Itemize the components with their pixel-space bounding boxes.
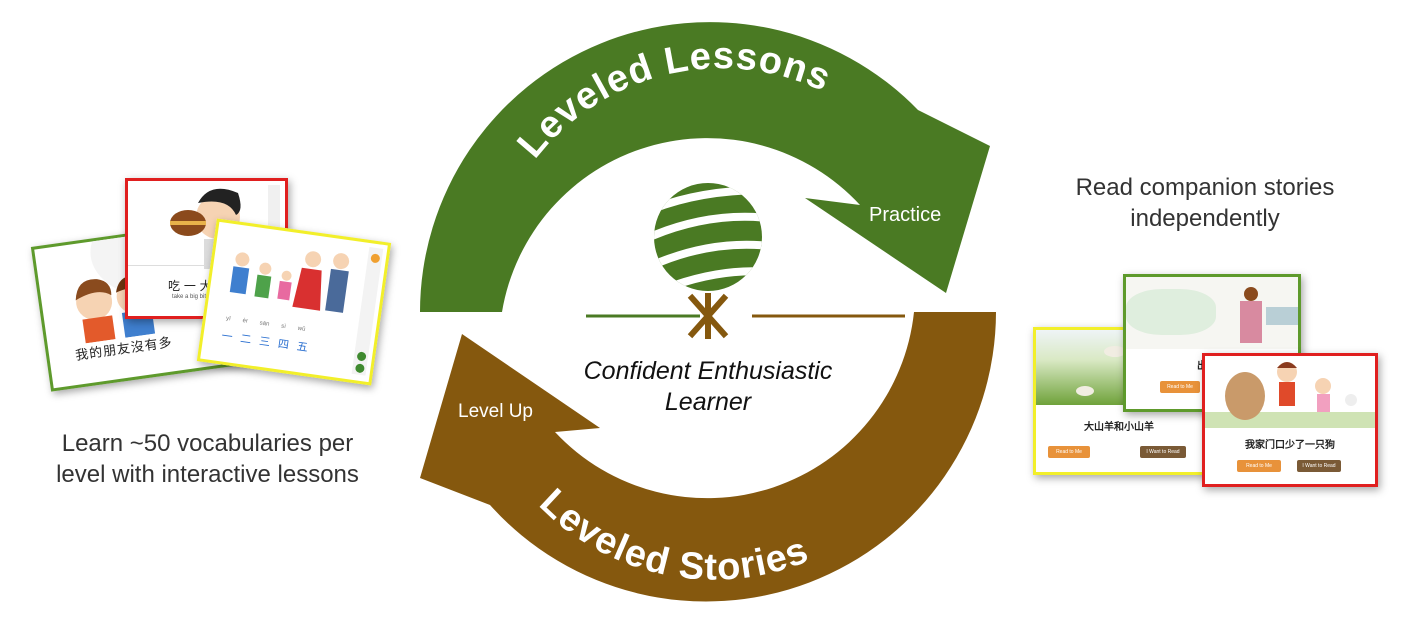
center-label-line1: Confident Enthusiastic [583, 357, 833, 385]
pinyin-3: sān [259, 320, 270, 328]
mother-body [1240, 301, 1262, 343]
mother-head [1244, 287, 1258, 301]
center-label-line2: Learner [664, 388, 752, 416]
kitchen-counter [1266, 307, 1298, 325]
story-card-3: 我家门口少了一只狗 Read to Me I Want to Read [1202, 353, 1378, 487]
story1-read-to-me-button[interactable]: Read to Me [1048, 446, 1090, 458]
story3-i-want-to-read-button[interactable]: I Want to Read [1297, 460, 1341, 472]
leveled-lessons-arc [420, 22, 990, 313]
hanzi-2: 二 [239, 331, 253, 347]
story3-read-to-me-button[interactable]: Read to Me [1237, 460, 1281, 472]
story1-i-want-to-read-button[interactable]: I Want to Read [1140, 446, 1186, 458]
kitchen-illustration [1126, 277, 1298, 349]
right-caption-line2: independently [1130, 205, 1280, 232]
card-middle-subtext: take a big bite [172, 294, 210, 300]
pinyin-4: sì [280, 323, 287, 331]
right-caption-line1: Read companion stories [1075, 174, 1335, 201]
goat-2 [1076, 386, 1094, 396]
pinyin-1: yī [225, 315, 232, 323]
left-caption-line2: level with interactive lessons [56, 461, 359, 488]
goat-1 [1104, 346, 1126, 357]
right-caption: Read companion stories independently [1010, 172, 1400, 234]
level-up-label: Level Up [458, 401, 533, 422]
family-illustration [229, 251, 350, 313]
story2-read-to-me-button[interactable]: Read to Me [1160, 381, 1200, 393]
kids-and-dog-illustration [1205, 362, 1375, 428]
lesson-card-front: yī èr sān sì wǔ 一 二 三 四 五 [196, 218, 392, 386]
card-middle-text: 吃 一 大 [168, 279, 212, 293]
story1-title: 大山羊和小山羊 [1084, 422, 1154, 433]
pinyin-2: èr [242, 318, 249, 325]
hanzi-5: 五 [295, 339, 309, 355]
pinyin-5: wǔ [297, 325, 306, 333]
hanzi-3: 三 [258, 334, 272, 350]
center-label: Confident Enthusiastic Learner [560, 356, 856, 418]
left-caption: Learn ~50 vocabularies per level with in… [15, 428, 400, 490]
story3-title: 我家门口少了一只狗 [1245, 440, 1335, 451]
practice-label: Practice [869, 204, 941, 226]
thought-bubble [1126, 289, 1216, 335]
divider [128, 265, 268, 266]
leveled-stories-arc [420, 312, 996, 602]
hanzi-1: 一 [220, 329, 234, 344]
hanzi-4: 四 [277, 337, 290, 352]
left-caption-line1: Learn ~50 vocabularies per [61, 430, 354, 457]
